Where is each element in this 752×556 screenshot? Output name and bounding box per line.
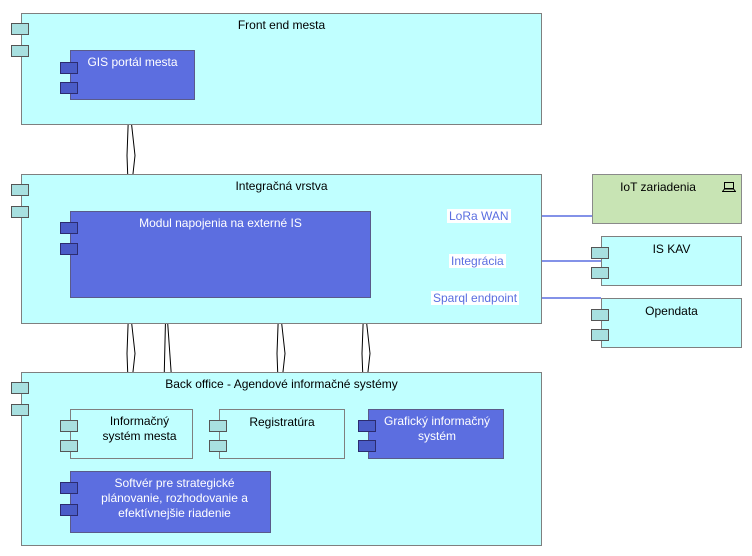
- component-tab-icon: [209, 420, 227, 432]
- laptop-icon: [722, 182, 736, 192]
- component-tab-icon: [60, 420, 78, 432]
- graphic-is-component[interactable]: Grafický informačný systém: [358, 409, 504, 459]
- is-kav-component[interactable]: IS KAV: [591, 236, 742, 286]
- planning-software-title: Softvér pre strategické plánovanie, rozh…: [101, 476, 248, 520]
- component-tab-icon: [11, 382, 29, 394]
- component-tab-icon: [11, 45, 29, 57]
- component-tab-icon: [11, 184, 29, 196]
- component-tab-icon: [60, 243, 78, 255]
- gis-portal-component[interactable]: GIS portál mesta: [60, 50, 195, 100]
- component-tab-icon: [591, 267, 609, 279]
- component-tab-icon: [60, 222, 78, 234]
- component-tab-icon: [60, 482, 78, 494]
- component-tab-icon: [11, 23, 29, 35]
- connector-module-title: Modul napojenia na externé IS: [139, 216, 302, 230]
- component-tab-icon: [209, 440, 227, 452]
- component-tab-icon: [60, 82, 78, 94]
- registry-component[interactable]: Registratúra: [209, 409, 345, 459]
- gis-portal-title: GIS portál mesta: [87, 55, 178, 69]
- iot-devices-title: IoT zariadenia: [620, 180, 696, 194]
- city-is-component[interactable]: Informačný systém mesta: [60, 409, 193, 459]
- is-kav-title: IS KAV: [652, 242, 691, 256]
- component-tab-icon: [11, 404, 29, 416]
- component-tab-icon: [591, 329, 609, 341]
- planning-software-component[interactable]: Softvér pre strategické plánovanie, rozh…: [60, 471, 271, 533]
- component-tab-icon: [591, 309, 609, 321]
- opendata-component[interactable]: Opendata: [591, 298, 742, 348]
- component-tab-icon: [11, 206, 29, 218]
- front-end-title: Front end mesta: [237, 18, 326, 32]
- city-is-title: Informačný systém mesta: [102, 414, 177, 443]
- component-tab-icon: [591, 247, 609, 259]
- sparql-endpoint-label: Sparql endpoint: [431, 291, 520, 305]
- component-tab-icon: [358, 420, 376, 432]
- graphic-is-title: Grafický informačný systém: [383, 414, 491, 443]
- lora-wan-label: LoRa WAN: [447, 209, 511, 223]
- component-tab-icon: [60, 62, 78, 74]
- component-tab-icon: [358, 440, 376, 452]
- integration-label: Integrácia: [449, 254, 506, 268]
- integration-layer-title: Integračná vrstva: [235, 179, 328, 193]
- opendata-title: Opendata: [645, 304, 698, 318]
- connector-module-component[interactable]: Modul napojenia na externé IS: [60, 211, 371, 298]
- component-tab-icon: [60, 440, 78, 452]
- component-tab-icon: [60, 504, 78, 516]
- registry-title: Registratúra: [249, 415, 315, 429]
- back-office-title: Back office - Agendové informačné systém…: [165, 377, 398, 391]
- iot-devices-node[interactable]: IoT zariadenia: [592, 174, 742, 224]
